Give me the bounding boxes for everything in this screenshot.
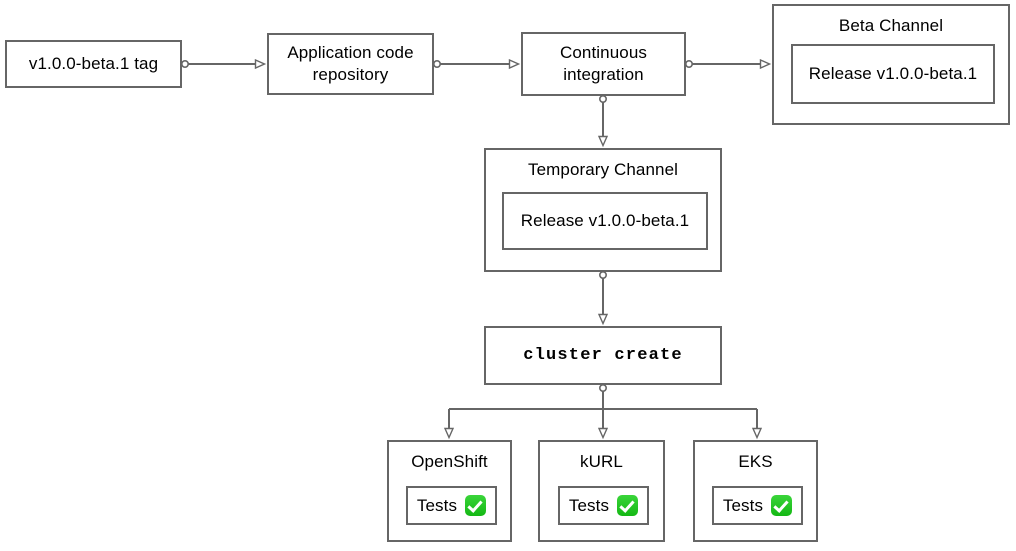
- node-beta-channel-title: Beta Channel: [838, 16, 944, 35]
- edge-source-dot: [181, 59, 190, 68]
- node-kurl-tests-label: Tests: [568, 495, 610, 515]
- node-cluster-create-label: cluster create: [523, 345, 683, 365]
- node-kurl-tests[interactable]: Tests: [558, 486, 649, 525]
- node-beta-channel-release[interactable]: Release v1.0.0-beta.1: [791, 44, 995, 104]
- node-openshift[interactable]: OpenShift Tests: [387, 440, 512, 542]
- node-eks-title: EKS: [738, 452, 773, 471]
- node-eks-tests-label: Tests: [722, 495, 764, 515]
- node-temporary-channel-release[interactable]: Release v1.0.0-beta.1: [502, 192, 708, 250]
- edge-source-dot: [432, 59, 441, 68]
- node-kurl-title: kURL: [580, 452, 623, 471]
- node-cluster-create[interactable]: cluster create: [484, 326, 722, 385]
- check-mark-green-icon: [771, 495, 793, 516]
- node-version-tag-label: v1.0.0-beta.1 tag: [28, 54, 159, 74]
- node-beta-channel-release-label: Release v1.0.0-beta.1: [808, 64, 978, 84]
- node-continuous-integration-label: Continuous integration: [559, 43, 647, 84]
- node-temporary-channel-title: Temporary Channel: [527, 160, 679, 179]
- node-eks[interactable]: EKS Tests: [693, 440, 818, 542]
- node-application-code-repository[interactable]: Application code repository: [267, 33, 434, 95]
- node-openshift-title: OpenShift: [411, 452, 488, 471]
- node-continuous-integration[interactable]: Continuous integration: [521, 32, 686, 96]
- node-temporary-channel[interactable]: Temporary Channel Release v1.0.0-beta.1: [484, 148, 722, 272]
- node-application-code-repository-label: Application code repository: [287, 43, 414, 84]
- node-eks-tests[interactable]: Tests: [712, 486, 803, 525]
- edge-source-dot: [598, 95, 607, 104]
- node-version-tag[interactable]: v1.0.0-beta.1 tag: [5, 40, 182, 88]
- edge-source-dot: [598, 383, 607, 392]
- node-kurl[interactable]: kURL Tests: [538, 440, 665, 542]
- edge-source-dot: [598, 270, 607, 279]
- node-temporary-channel-release-label: Release v1.0.0-beta.1: [520, 211, 690, 231]
- edge-source-dot: [684, 59, 693, 68]
- node-openshift-tests-label: Tests: [416, 495, 458, 515]
- check-mark-green-icon: [617, 495, 639, 516]
- check-mark-green-icon: [465, 495, 487, 516]
- node-openshift-tests[interactable]: Tests: [406, 486, 497, 525]
- node-beta-channel[interactable]: Beta Channel Release v1.0.0-beta.1: [772, 4, 1010, 125]
